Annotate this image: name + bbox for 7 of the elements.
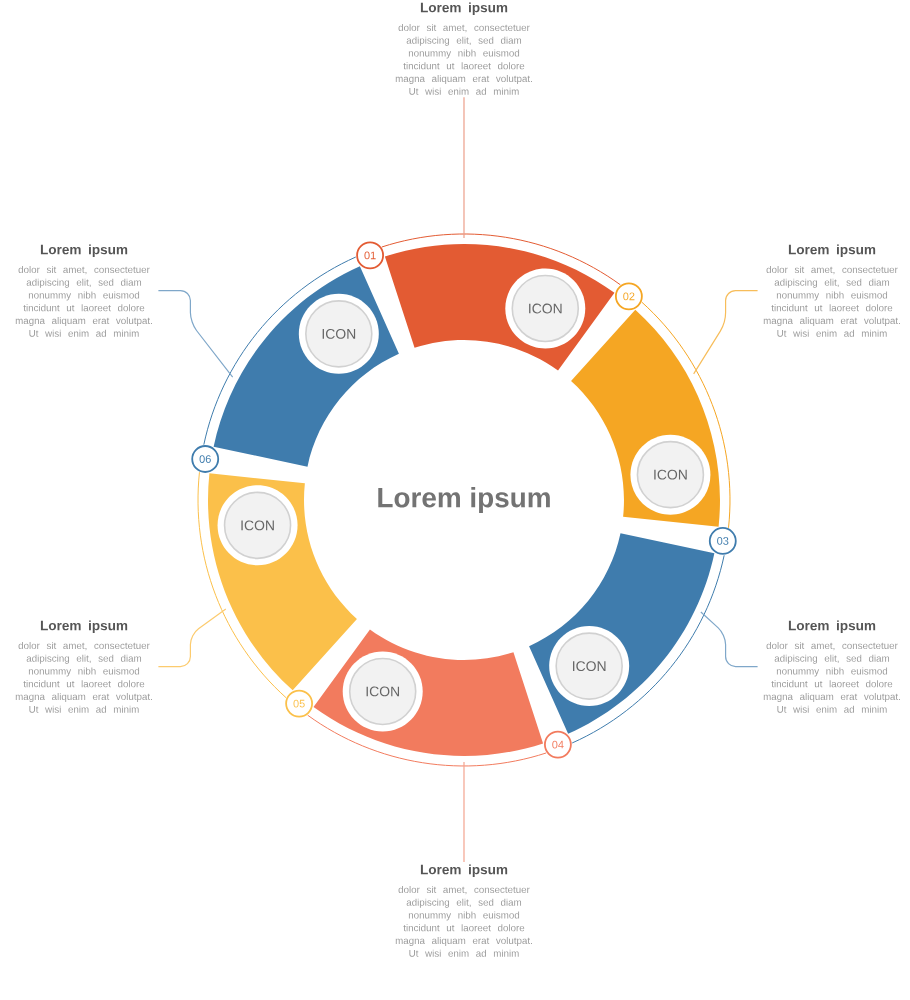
leader-line	[700, 611, 759, 668]
leader-line	[463, 761, 465, 863]
leader-line	[157, 608, 227, 668]
leader-line	[693, 290, 759, 375]
leader-line	[463, 96, 465, 239]
leader-line	[157, 290, 234, 378]
center-title: Lorem ipsum	[378, 487, 550, 513]
